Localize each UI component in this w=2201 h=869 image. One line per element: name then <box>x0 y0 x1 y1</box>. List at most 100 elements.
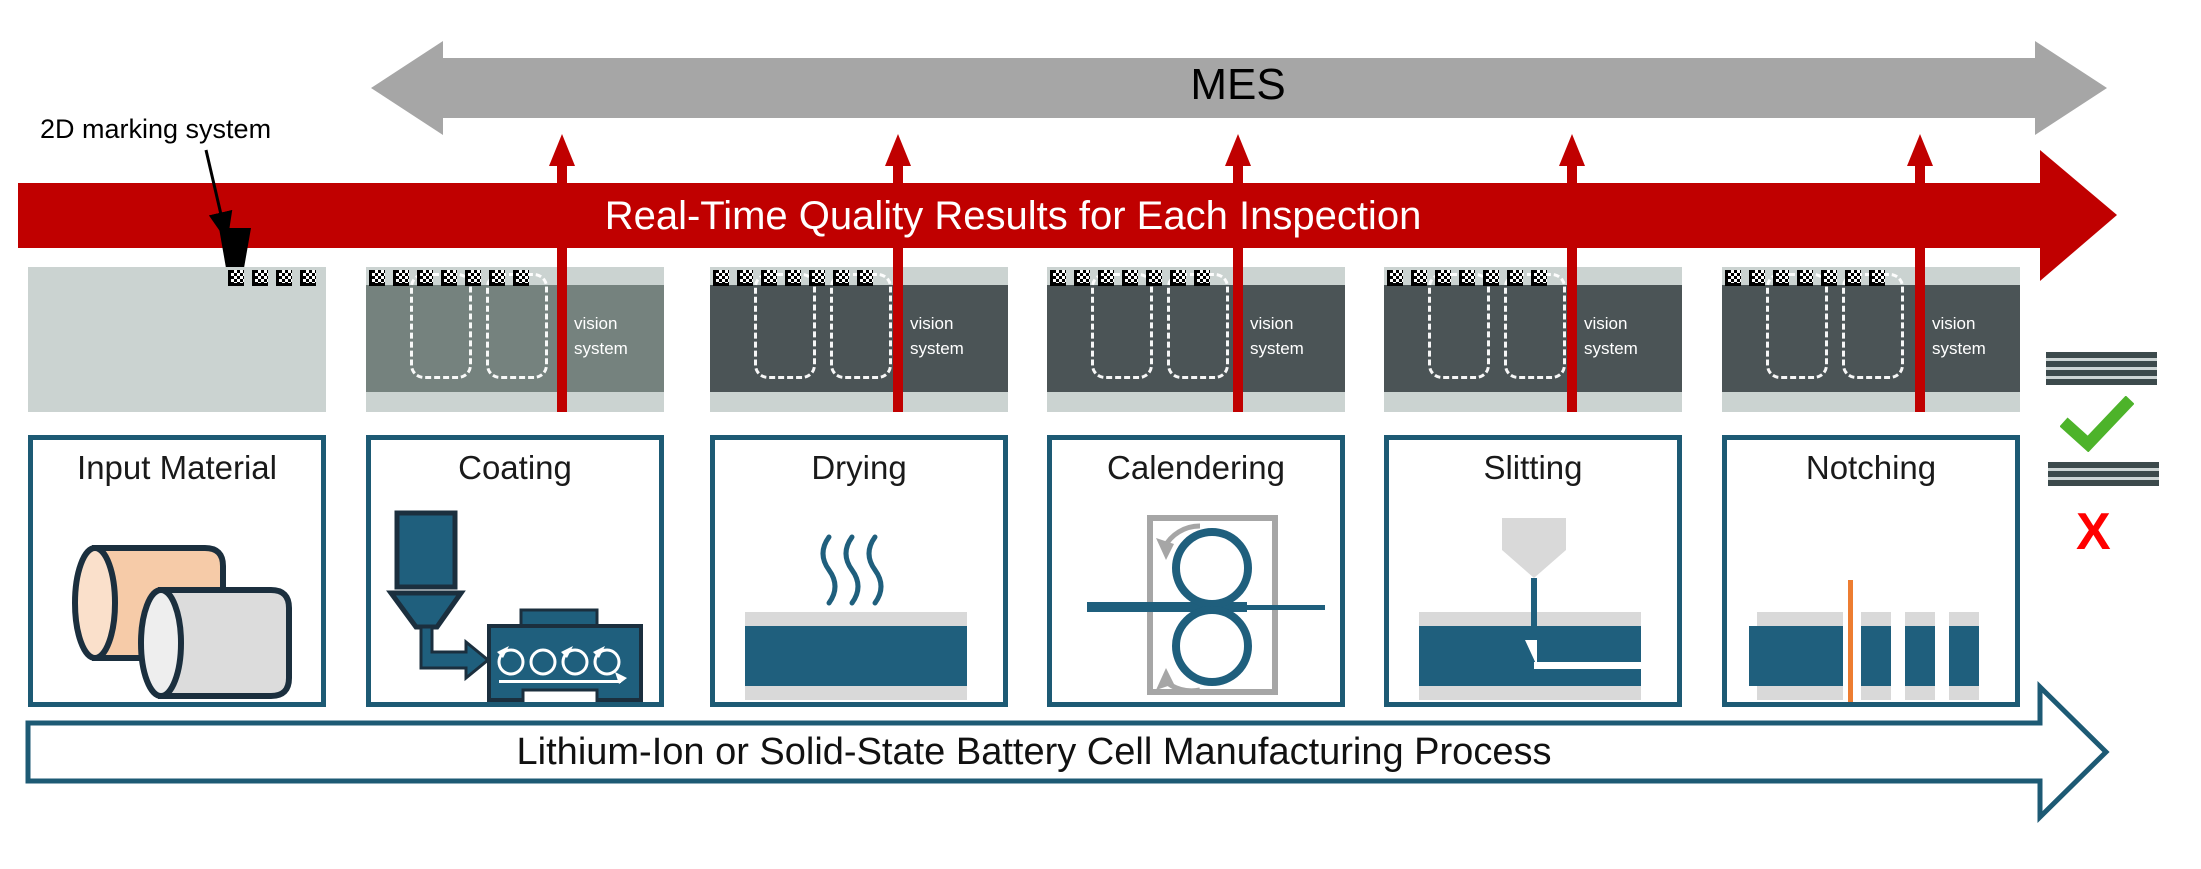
datamatrix-code-icon <box>1725 270 1741 286</box>
datamatrix-code-icon <box>1074 270 1090 286</box>
electrode-outline-icon <box>1766 273 1828 379</box>
calendering-icon <box>1087 515 1325 695</box>
station-box-notching: Notching <box>1722 435 2020 707</box>
datamatrix-row <box>1047 270 1345 288</box>
station-title: Coating <box>458 449 572 486</box>
station-box-drying: Drying <box>710 435 1008 707</box>
vision-label-line1: vision <box>1250 314 1294 333</box>
datamatrix-code-icon <box>857 270 873 286</box>
datamatrix-row <box>28 270 326 288</box>
vision-system-label: vision system <box>1250 311 1304 361</box>
datamatrix-code-icon <box>833 270 849 286</box>
datamatrix-code-icon <box>393 270 409 286</box>
laser-cut-line <box>1848 580 1853 702</box>
datamatrix-code-icon <box>1146 270 1162 286</box>
electrode-outline-icon <box>754 273 816 379</box>
datamatrix-code-icon <box>1531 270 1547 286</box>
pass-check-icon <box>2060 396 2134 452</box>
web-strip-slitting: vision system <box>1384 267 1682 412</box>
datamatrix-code-icon <box>713 270 729 286</box>
process-banner-label: Lithium-Ion or Solid-State Battery Cell … <box>516 731 1552 773</box>
datamatrix-code-icon <box>465 270 481 286</box>
drying-icon <box>745 534 967 700</box>
web-strip-input <box>28 267 326 412</box>
vision-label-line2: system <box>910 339 964 358</box>
datamatrix-code-icon <box>513 270 529 286</box>
vision-label-line1: vision <box>1584 314 1628 333</box>
datamatrix-code-icon <box>1821 270 1837 286</box>
vision-label-line2: system <box>1932 339 1986 358</box>
electrode-outline-icon <box>830 273 892 379</box>
datamatrix-code-icon <box>1122 270 1138 286</box>
datamatrix-code-icon <box>369 270 385 286</box>
datamatrix-code-icon <box>1387 270 1403 286</box>
datamatrix-code-icon <box>1507 270 1523 286</box>
marking-system-label: 2D marking system <box>40 114 272 144</box>
web-strip-drying: vision system <box>710 267 1008 412</box>
slitter-blade-icon <box>1502 518 1641 669</box>
electrode-outline-icon <box>1842 273 1904 379</box>
datamatrix-row <box>1384 270 1682 288</box>
coating-icon <box>386 510 643 702</box>
datamatrix-code-icon <box>1411 270 1427 286</box>
vision-system-label: vision system <box>910 311 964 361</box>
datamatrix-code-icon <box>441 270 457 286</box>
datamatrix-code-icon <box>1435 270 1451 286</box>
vision-label-line2: system <box>1584 339 1638 358</box>
electrode-outline-icon <box>486 273 548 379</box>
station-title: Input Material <box>77 449 277 486</box>
web-strip-calendering: vision system <box>1047 267 1345 412</box>
mes-label: MES <box>1190 60 1286 109</box>
web-strip-notching: vision system <box>1722 267 2020 412</box>
input-material-icon <box>72 545 292 699</box>
vision-system-label: vision system <box>1584 311 1638 361</box>
notched-segments <box>1861 612 1979 700</box>
electrode-stack-bad-icon <box>2048 462 2159 486</box>
vision-label-line1: vision <box>910 314 954 333</box>
electrode-outline-icon <box>1091 273 1153 379</box>
vision-system-label: vision system <box>574 311 628 361</box>
datamatrix-row <box>1722 270 2020 288</box>
station-title: Notching <box>1805 449 1937 486</box>
datamatrix-row <box>366 270 664 288</box>
datamatrix-code-icon <box>228 270 244 286</box>
web-strip-coating: vision system <box>366 267 664 412</box>
slitting-icon <box>1419 518 1641 700</box>
electrode-stack-good-icon <box>2046 352 2157 385</box>
fail-cross-icon: X <box>2076 503 2111 561</box>
vision-label-line2: system <box>1250 339 1304 358</box>
datamatrix-code-icon <box>252 270 268 286</box>
electrode-outline-icon <box>410 273 472 379</box>
datamatrix-code-icon <box>809 270 825 286</box>
station-box-slitting: Slitting <box>1384 435 1682 707</box>
vision-label-line2: system <box>574 339 628 358</box>
electrode-outline-icon <box>1504 273 1566 379</box>
datamatrix-code-icon <box>276 270 292 286</box>
datamatrix-code-icon <box>1098 270 1114 286</box>
datamatrix-code-icon <box>1749 270 1765 286</box>
datamatrix-code-icon <box>737 270 753 286</box>
datamatrix-code-icon <box>1483 270 1499 286</box>
station-box-coating: Coating <box>366 435 664 707</box>
datamatrix-code-icon <box>1170 270 1186 286</box>
quality-banner-label: Real-Time Quality Results for Each Inspe… <box>604 194 1422 238</box>
station-title: Calendering <box>1107 449 1285 486</box>
station-box-calendering: Calendering <box>1047 435 1345 707</box>
station-box-input-material: Input Material <box>28 435 326 707</box>
datamatrix-code-icon <box>1845 270 1861 286</box>
datamatrix-code-icon <box>489 270 505 286</box>
datamatrix-code-icon <box>300 270 316 286</box>
station-title: Slitting <box>1483 449 1583 486</box>
datamatrix-code-icon <box>1773 270 1789 286</box>
datamatrix-code-icon <box>761 270 777 286</box>
datamatrix-code-icon <box>1050 270 1066 286</box>
vision-label-line1: vision <box>574 314 618 333</box>
electrode-outline-icon <box>1428 273 1490 379</box>
datamatrix-code-icon <box>785 270 801 286</box>
datamatrix-code-icon <box>417 270 433 286</box>
datamatrix-code-icon <box>1459 270 1475 286</box>
datamatrix-row <box>710 270 1008 288</box>
electrode-outline-icon <box>1167 273 1229 379</box>
notching-icon <box>1749 580 1979 702</box>
